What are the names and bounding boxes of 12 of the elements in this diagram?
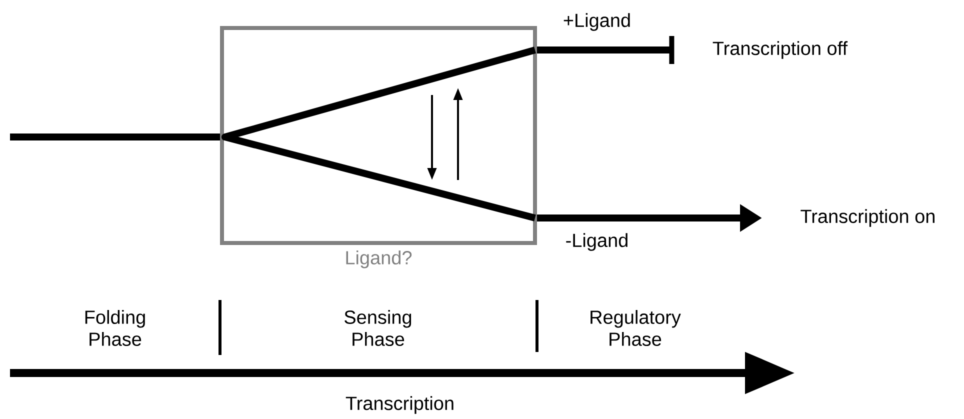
outcome-text: Transcription on bbox=[800, 209, 934, 227]
connector bbox=[10, 134, 220, 140]
edge-label: +Ligand bbox=[564, 13, 630, 31]
axis-label: Transcription bbox=[346, 396, 454, 414]
connector bbox=[537, 36, 674, 64]
phase-label: Folding Phase bbox=[85, 310, 145, 346]
phase-label: Sensing Phase bbox=[344, 310, 412, 346]
edge-label: -Ligand bbox=[566, 233, 628, 251]
outcome-text: Transcription off bbox=[712, 41, 848, 59]
node-label: Ligand? bbox=[346, 250, 412, 268]
phase-label: Regulatory Phase bbox=[590, 310, 681, 346]
sensing-box: Ligand? bbox=[220, 26, 537, 268]
